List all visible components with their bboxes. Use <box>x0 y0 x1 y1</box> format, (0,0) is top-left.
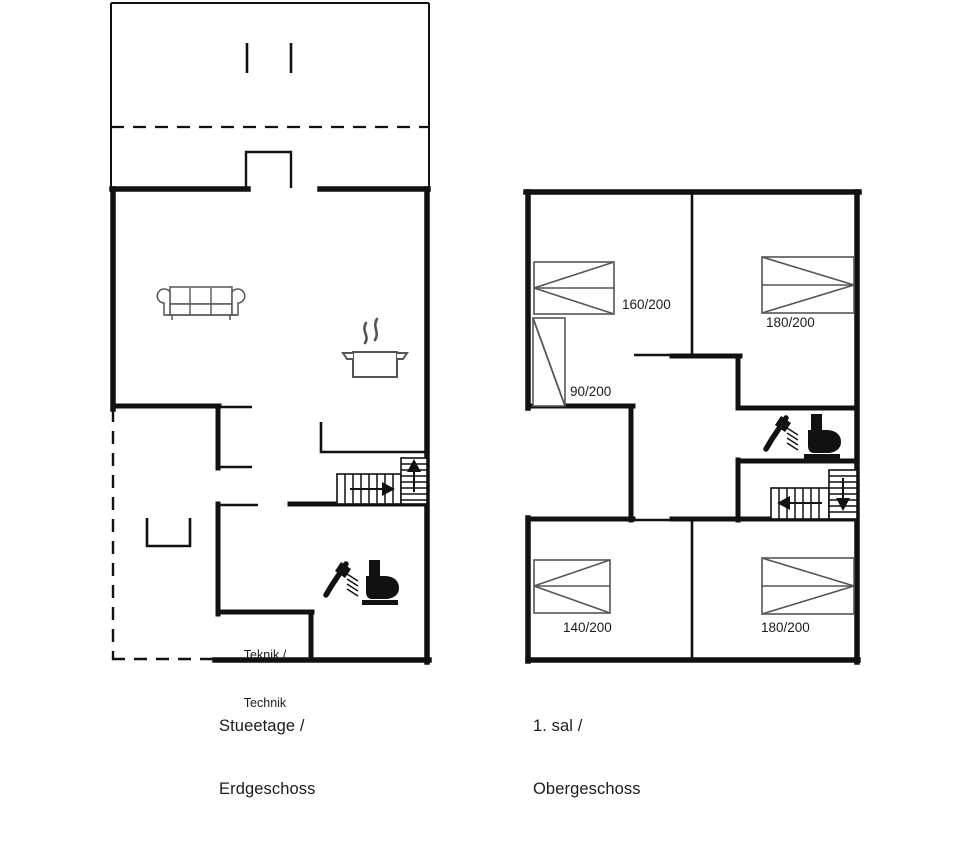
shower-symbol-first <box>763 415 799 452</box>
floor-plan-canvas: Teknik / Technik 160/200 180/200 90/200 … <box>109 2 862 798</box>
room-label-teknik: Teknik / Technik <box>222 615 308 743</box>
bed-top-right <box>761 256 855 314</box>
stair-arrow-up <box>407 459 421 492</box>
bed-dimension-160: 160/200 <box>622 297 671 312</box>
room-label-teknik-line1: Teknik / <box>243 648 287 662</box>
cooking-pot-symbol <box>341 317 409 378</box>
stair-arrow-down <box>836 478 850 511</box>
ground-floor-caption: Stueetage / Erdgeschoss <box>219 674 315 842</box>
first-thin-walls <box>634 193 704 659</box>
stair-arrow-right <box>350 482 395 496</box>
ground-dashed-walls <box>111 409 216 661</box>
room-label-teknik-line2: Technik <box>243 696 287 710</box>
shower-symbol-ground <box>323 561 359 598</box>
bed-dimension-180-top: 180/200 <box>766 315 815 330</box>
door-dimension-90: 90/200 <box>570 384 612 399</box>
staircase-ground <box>336 457 428 505</box>
first-floor-caption-line2: Obergeschoss <box>533 780 641 798</box>
ground-thin-walls <box>219 405 258 507</box>
ground-main-walls <box>109 186 432 665</box>
bed-dimension-140: 140/200 <box>563 620 612 635</box>
floor-plan-drawing <box>109 2 862 665</box>
bed-top-left <box>533 261 615 315</box>
first-outer-walls <box>523 189 862 665</box>
staircase-first <box>770 469 858 520</box>
first-floor-caption: 1. sal / Obergeschoss <box>533 674 641 842</box>
toilet-symbol-ground <box>362 560 399 605</box>
ground-closet-niche <box>145 518 192 548</box>
toilet-symbol-first <box>804 414 841 459</box>
stair-arrow-left <box>777 496 822 510</box>
first-floor-caption-line1: 1. sal / <box>533 717 583 735</box>
ground-floor-caption-line1: Stueetage / <box>219 717 305 735</box>
door-90-200-symbol <box>532 317 566 407</box>
bed-bottom-left <box>533 559 611 614</box>
ground-floor-caption-line2: Erdgeschoss <box>219 780 316 798</box>
bed-bottom-right <box>761 557 855 615</box>
ground-upper-post-marks <box>245 43 293 73</box>
ground-entry-niche <box>244 150 293 188</box>
sofa-symbol <box>156 286 246 320</box>
first-floor-plan <box>523 189 862 665</box>
ground-upper-outline <box>110 2 430 188</box>
ground-stair-enclosure <box>319 422 427 454</box>
ground-floor-plan <box>109 2 432 665</box>
bed-dimension-180-bottom: 180/200 <box>761 620 810 635</box>
